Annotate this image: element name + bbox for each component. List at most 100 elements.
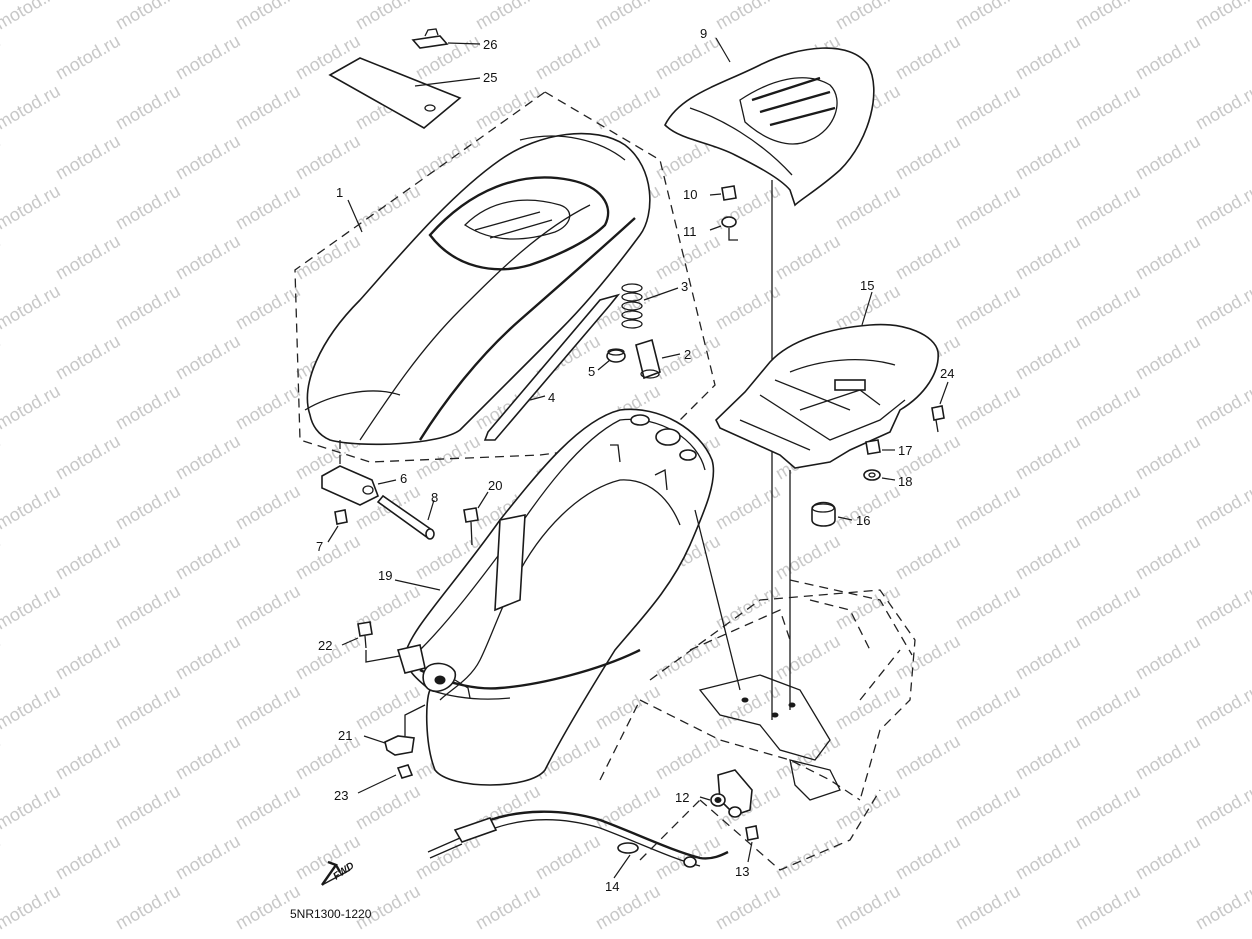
watermark-text: motod.ru (1132, 631, 1204, 684)
watermark-text: motod.ru (772, 831, 844, 884)
part-label-3: 3 (681, 279, 688, 294)
part-10-bolt (709, 185, 737, 201)
watermark-text: motod.ru (52, 731, 124, 784)
watermark-text: motod.ru (1072, 181, 1144, 234)
part-label-11: 11 (683, 224, 697, 239)
watermark-text: motod.ru (112, 281, 184, 334)
watermark-text: motod.ru (52, 431, 124, 484)
watermark-text: motod.ru (592, 0, 664, 33)
watermark-text: motod.ru (1132, 331, 1204, 384)
part-label-25: 25 (483, 70, 497, 85)
part-7-screw (327, 509, 348, 543)
part-label-10: 10 (683, 187, 697, 202)
watermark-text: motod.ru (112, 81, 184, 134)
part-label-16: 16 (856, 513, 870, 528)
watermark-text: motod.ru (952, 381, 1024, 434)
watermark-text: motod.ru (1072, 581, 1144, 634)
watermark-text: motod.ru (892, 531, 964, 584)
watermark-text: motod.ru (232, 81, 304, 134)
watermark-text: motod.ru (832, 681, 904, 734)
watermark-text: motod.ru (952, 181, 1024, 234)
part-15-seat-pan (715, 291, 939, 469)
watermark-text: motod.ru (892, 731, 964, 784)
part-24-bolt (931, 381, 949, 433)
part-5-rubber (597, 348, 626, 371)
part-8-pin (376, 494, 435, 540)
watermark-text: motod.ru (0, 431, 4, 484)
watermark-text: motod.ru (1012, 831, 1084, 884)
part-label-12: 12 (675, 790, 689, 805)
watermark-text: motod.ru (1012, 231, 1084, 284)
part-26-clip (411, 28, 481, 49)
watermark-text: motod.ru (232, 781, 304, 834)
watermark-text: motod.ru (172, 131, 244, 184)
watermark-text: motod.ru (0, 681, 64, 734)
watermark-text: motod.ru (892, 231, 964, 284)
watermark-text: motod.ru (0, 231, 4, 284)
part-label-19: 19 (378, 568, 392, 583)
watermark-text: motod.ru (0, 481, 64, 534)
watermark-text: motod.ru (652, 631, 724, 684)
part-label-13: 13 (735, 864, 749, 879)
part-label-4: 4 (548, 390, 555, 405)
watermark-text: motod.ru (412, 131, 484, 184)
watermark-text: motod.ru (652, 731, 724, 784)
watermark-text: motod.ru (1192, 181, 1252, 234)
watermark-text: motod.ru (712, 881, 784, 934)
watermark-text: motod.ru (1012, 331, 1084, 384)
part-19-storage-box (394, 408, 741, 786)
part-21-bracket (363, 704, 426, 756)
watermark-text: motod.ru (232, 181, 304, 234)
watermark-text: motod.ru (1072, 381, 1144, 434)
watermark-text: motod.ru (1072, 881, 1144, 934)
watermark-text: motod.ru (1012, 431, 1084, 484)
watermark-text: motod.ru (112, 181, 184, 234)
watermark-text: motod.ru (712, 281, 784, 334)
watermark-text: motod.ru (172, 531, 244, 584)
watermark-text: motod.ru (1132, 231, 1204, 284)
part-14-cable (427, 810, 729, 879)
part-25-plate (328, 57, 481, 129)
part-label-6: 6 (400, 471, 407, 486)
part-2-damper (635, 338, 681, 380)
part-11-washer (709, 216, 738, 241)
watermark-text: motod.ru (832, 781, 904, 834)
watermark-text: motod.ru (0, 31, 4, 84)
watermark-text: motod.ru (832, 0, 904, 33)
watermark-text: motod.ru (172, 231, 244, 284)
watermark-text: motod.ru (1012, 631, 1084, 684)
watermark-text: motod.ru (1192, 581, 1252, 634)
part-label-2: 2 (684, 347, 691, 362)
seat-assembly-boundary (294, 91, 716, 463)
watermark-text: motod.ru (472, 81, 544, 134)
part-18-washer (863, 469, 896, 481)
part-label-14: 14 (605, 879, 619, 894)
fwd-direction-marker (321, 860, 351, 886)
part-23-nut (357, 764, 414, 794)
part-label-17: 17 (898, 443, 912, 458)
watermark-text: motod.ru (0, 281, 64, 334)
watermark-text: motod.ru (1012, 31, 1084, 84)
watermark-text: motod.ru (1132, 431, 1204, 484)
watermark-text: motod.ru (52, 331, 124, 384)
part-label-22: 22 (318, 638, 332, 653)
watermark-text: motod.ru (832, 581, 904, 634)
watermark-text: motod.ru (472, 881, 544, 934)
watermark-text: motod.ru (172, 331, 244, 384)
watermark-text: motod.ru (952, 481, 1024, 534)
part-20-bolt (463, 491, 489, 546)
watermark-text: motod.ru (1132, 831, 1204, 884)
part-label-26: 26 (483, 37, 497, 52)
watermark-text: motod.ru (292, 131, 364, 184)
watermark-text: motod.ru (0, 531, 4, 584)
watermark-text: motod.ru (52, 531, 124, 584)
watermark-text: motod.ru (712, 481, 784, 534)
watermark-text: motod.ru (352, 681, 424, 734)
watermark-text: motod.ru (0, 131, 4, 184)
watermark-text: motod.ru (1072, 781, 1144, 834)
watermark-text: motod.ru (772, 531, 844, 584)
watermark-text: motod.ru (1132, 131, 1204, 184)
watermark-text: motod.ru (112, 481, 184, 534)
watermark-text: motod.ru (52, 831, 124, 884)
